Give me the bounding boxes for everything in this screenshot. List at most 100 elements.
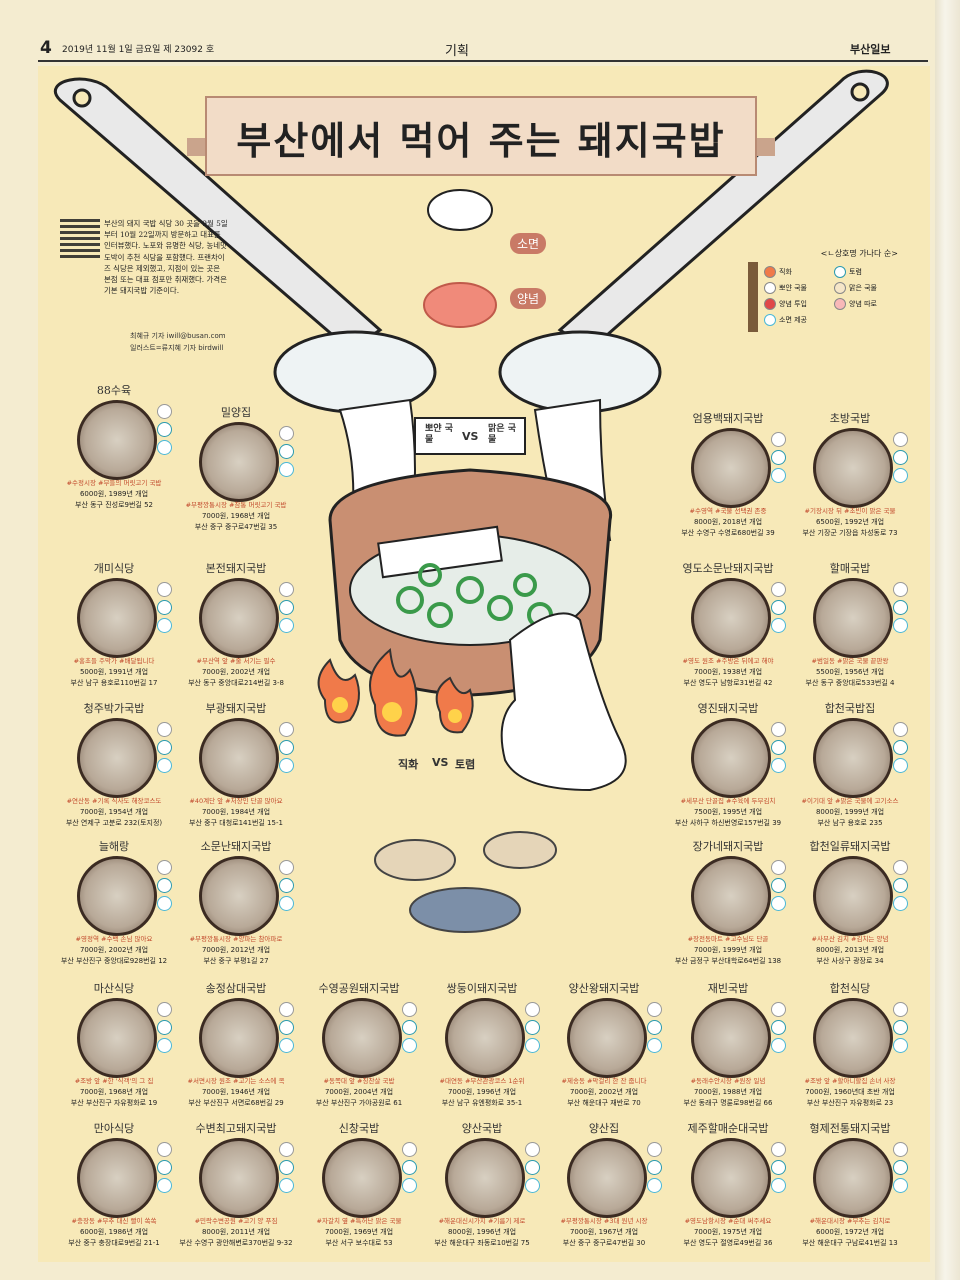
restaurant-name: 합천일류돼지국밥 (809, 840, 891, 853)
attribute-icon (771, 860, 786, 875)
gukbap-bowl-photo (199, 422, 279, 502)
attribute-icon (893, 432, 908, 447)
restaurant-name: 양산국밥 (461, 1122, 503, 1135)
restaurant-address: 부산 중구 중구로47번길 35 (194, 523, 278, 531)
restaurant-tags: #수영역 #국물 선택권 존중 (689, 507, 767, 515)
restaurant-address: 부산 영도구 남항로31번길 42 (683, 679, 773, 687)
restaurant-price: 7000원, 1969년 개업 (324, 1228, 394, 1236)
restaurant-name: 장가네돼지국밥 (692, 840, 764, 853)
restaurant-name: 양산집 (588, 1122, 620, 1135)
restaurant-price: 7000원, 1988년 개업 (693, 1088, 763, 1096)
attribute-icon (893, 1142, 908, 1157)
restaurant-price: 7000원, 2002년 개업 (79, 946, 149, 954)
gukbap-bowl-photo (199, 578, 279, 658)
attribute-icon (402, 1178, 417, 1193)
page-number: 4 (40, 38, 52, 58)
restaurant-address: 부산 서구 보수대로 53 (325, 1239, 393, 1247)
restaurant-name: 청주박가국밥 (83, 702, 145, 715)
attribute-icon (893, 618, 908, 633)
restaurant-name: 만아식당 (93, 1122, 135, 1135)
restaurant-name: 할매국밥 (829, 562, 871, 575)
restaurant-address: 부산 중구 충장대로9번길 21-1 (68, 1239, 160, 1247)
restaurant-name: 쌍둥이돼지국밥 (446, 982, 518, 995)
restaurant-price: 7000원, 1984년 개업 (201, 808, 271, 816)
gukbap-bowl-photo (199, 718, 279, 798)
restaurant-tags: #동래수안시장 #원장 일념 (690, 1077, 766, 1085)
legend-order-note: <ㄴ상호명 가나다 순> (820, 249, 898, 258)
restaurant-address: 부산 해운대구 재반로 70 (567, 1099, 641, 1107)
attribute-icon (647, 1178, 662, 1193)
restaurant-address: 부산 부산진구 가야공원로 61 (315, 1099, 403, 1107)
restaurant-tags: #사부산 김치 #김치는 양념 (811, 935, 889, 943)
gukbap-bowl-photo (691, 428, 771, 508)
legend-item-noodle: 소면 제공 (764, 314, 807, 326)
restaurant-tags: #부평깡통시장 #3대 원년 시장 (560, 1217, 648, 1225)
attribute-icon (279, 462, 294, 477)
restaurant-address: 부산 영도구 절영로49번길 36 (683, 1239, 773, 1247)
restaurant-price: 7000원, 1954년 개업 (79, 808, 149, 816)
restaurant-tags: #세부산 단골집 #수육에 두부김치 (680, 797, 776, 805)
gukbap-bowl-photo (445, 1138, 525, 1218)
page-header: 4 2019년 11월 1일 금요일 제 23092 호 기획 부산일보 (0, 38, 940, 60)
attribute-icon (402, 1160, 417, 1175)
gukbap-bowl-photo (77, 718, 157, 798)
restaurant-price: 6000원, 1986년 개업 (79, 1228, 149, 1236)
restaurant-address: 부산 부산진구 자유평화로 23 (806, 1099, 894, 1107)
restaurant-name: 초방국밥 (829, 412, 871, 425)
attribute-icon (893, 878, 908, 893)
attribute-icon (279, 618, 294, 633)
restaurant-address: 부산 남구 용호로110번길 17 (70, 679, 158, 687)
reporter-credit: 최혜규 기자 iwill@busan.com (130, 332, 226, 340)
restaurant-name: 수영공원돼지국밥 (318, 982, 400, 995)
restaurant-name: 88수육 (96, 384, 132, 397)
gukbap-bowl-photo (813, 856, 893, 936)
attribute-icon (279, 1142, 294, 1157)
label-sauce: 양념 (510, 288, 547, 309)
restaurant-name: 수변최고돼지국밥 (195, 1122, 277, 1135)
attribute-icon (279, 860, 294, 875)
restaurant-price: 8000원, 1999년 개업 (815, 808, 885, 816)
restaurant-name: 본전돼지국밥 (205, 562, 267, 575)
gukbap-bowl-photo (199, 1138, 279, 1218)
gukbap-bowl-photo (567, 998, 647, 1078)
restaurant-address: 부산 부산진구 서면로68번길 29 (188, 1099, 284, 1107)
legend-item-fire: 직화 (764, 266, 792, 278)
attribute-icon (279, 722, 294, 737)
attribute-icon (157, 1160, 172, 1175)
restaurant-name: 소문난돼지국밥 (200, 840, 272, 853)
noodle-icon (764, 314, 776, 326)
attribute-icon (157, 740, 172, 755)
gukbap-bowl-photo (691, 1138, 771, 1218)
attribute-icon (279, 426, 294, 441)
attribute-icon (893, 860, 908, 875)
attribute-icon (279, 600, 294, 615)
attribute-icon (157, 404, 172, 419)
restaurant-price: 7000원, 1975년 개업 (693, 1228, 763, 1236)
restaurant-price: 7500원, 1995년 개업 (693, 808, 763, 816)
restaurant-address: 부산 금정구 부산대학로64번길 138 (674, 957, 782, 965)
attribute-icon (402, 1038, 417, 1053)
gukbap-bowl-photo (77, 856, 157, 936)
attribute-icon (525, 1038, 540, 1053)
white-soup-icon (764, 282, 776, 294)
restaurant-address: 부산 사하구 하신번영로157번길 39 (674, 819, 782, 827)
gukbap-bowl-photo (567, 1138, 647, 1218)
gukbap-bowl-photo (813, 718, 893, 798)
publisher-name: 부산일보 (850, 43, 891, 56)
banner-fold-left (187, 138, 205, 156)
attribute-icon (157, 1038, 172, 1053)
attribute-icon (893, 740, 908, 755)
illustrator-credit: 일러스트=류지혜 기자 birdwill (130, 344, 224, 352)
